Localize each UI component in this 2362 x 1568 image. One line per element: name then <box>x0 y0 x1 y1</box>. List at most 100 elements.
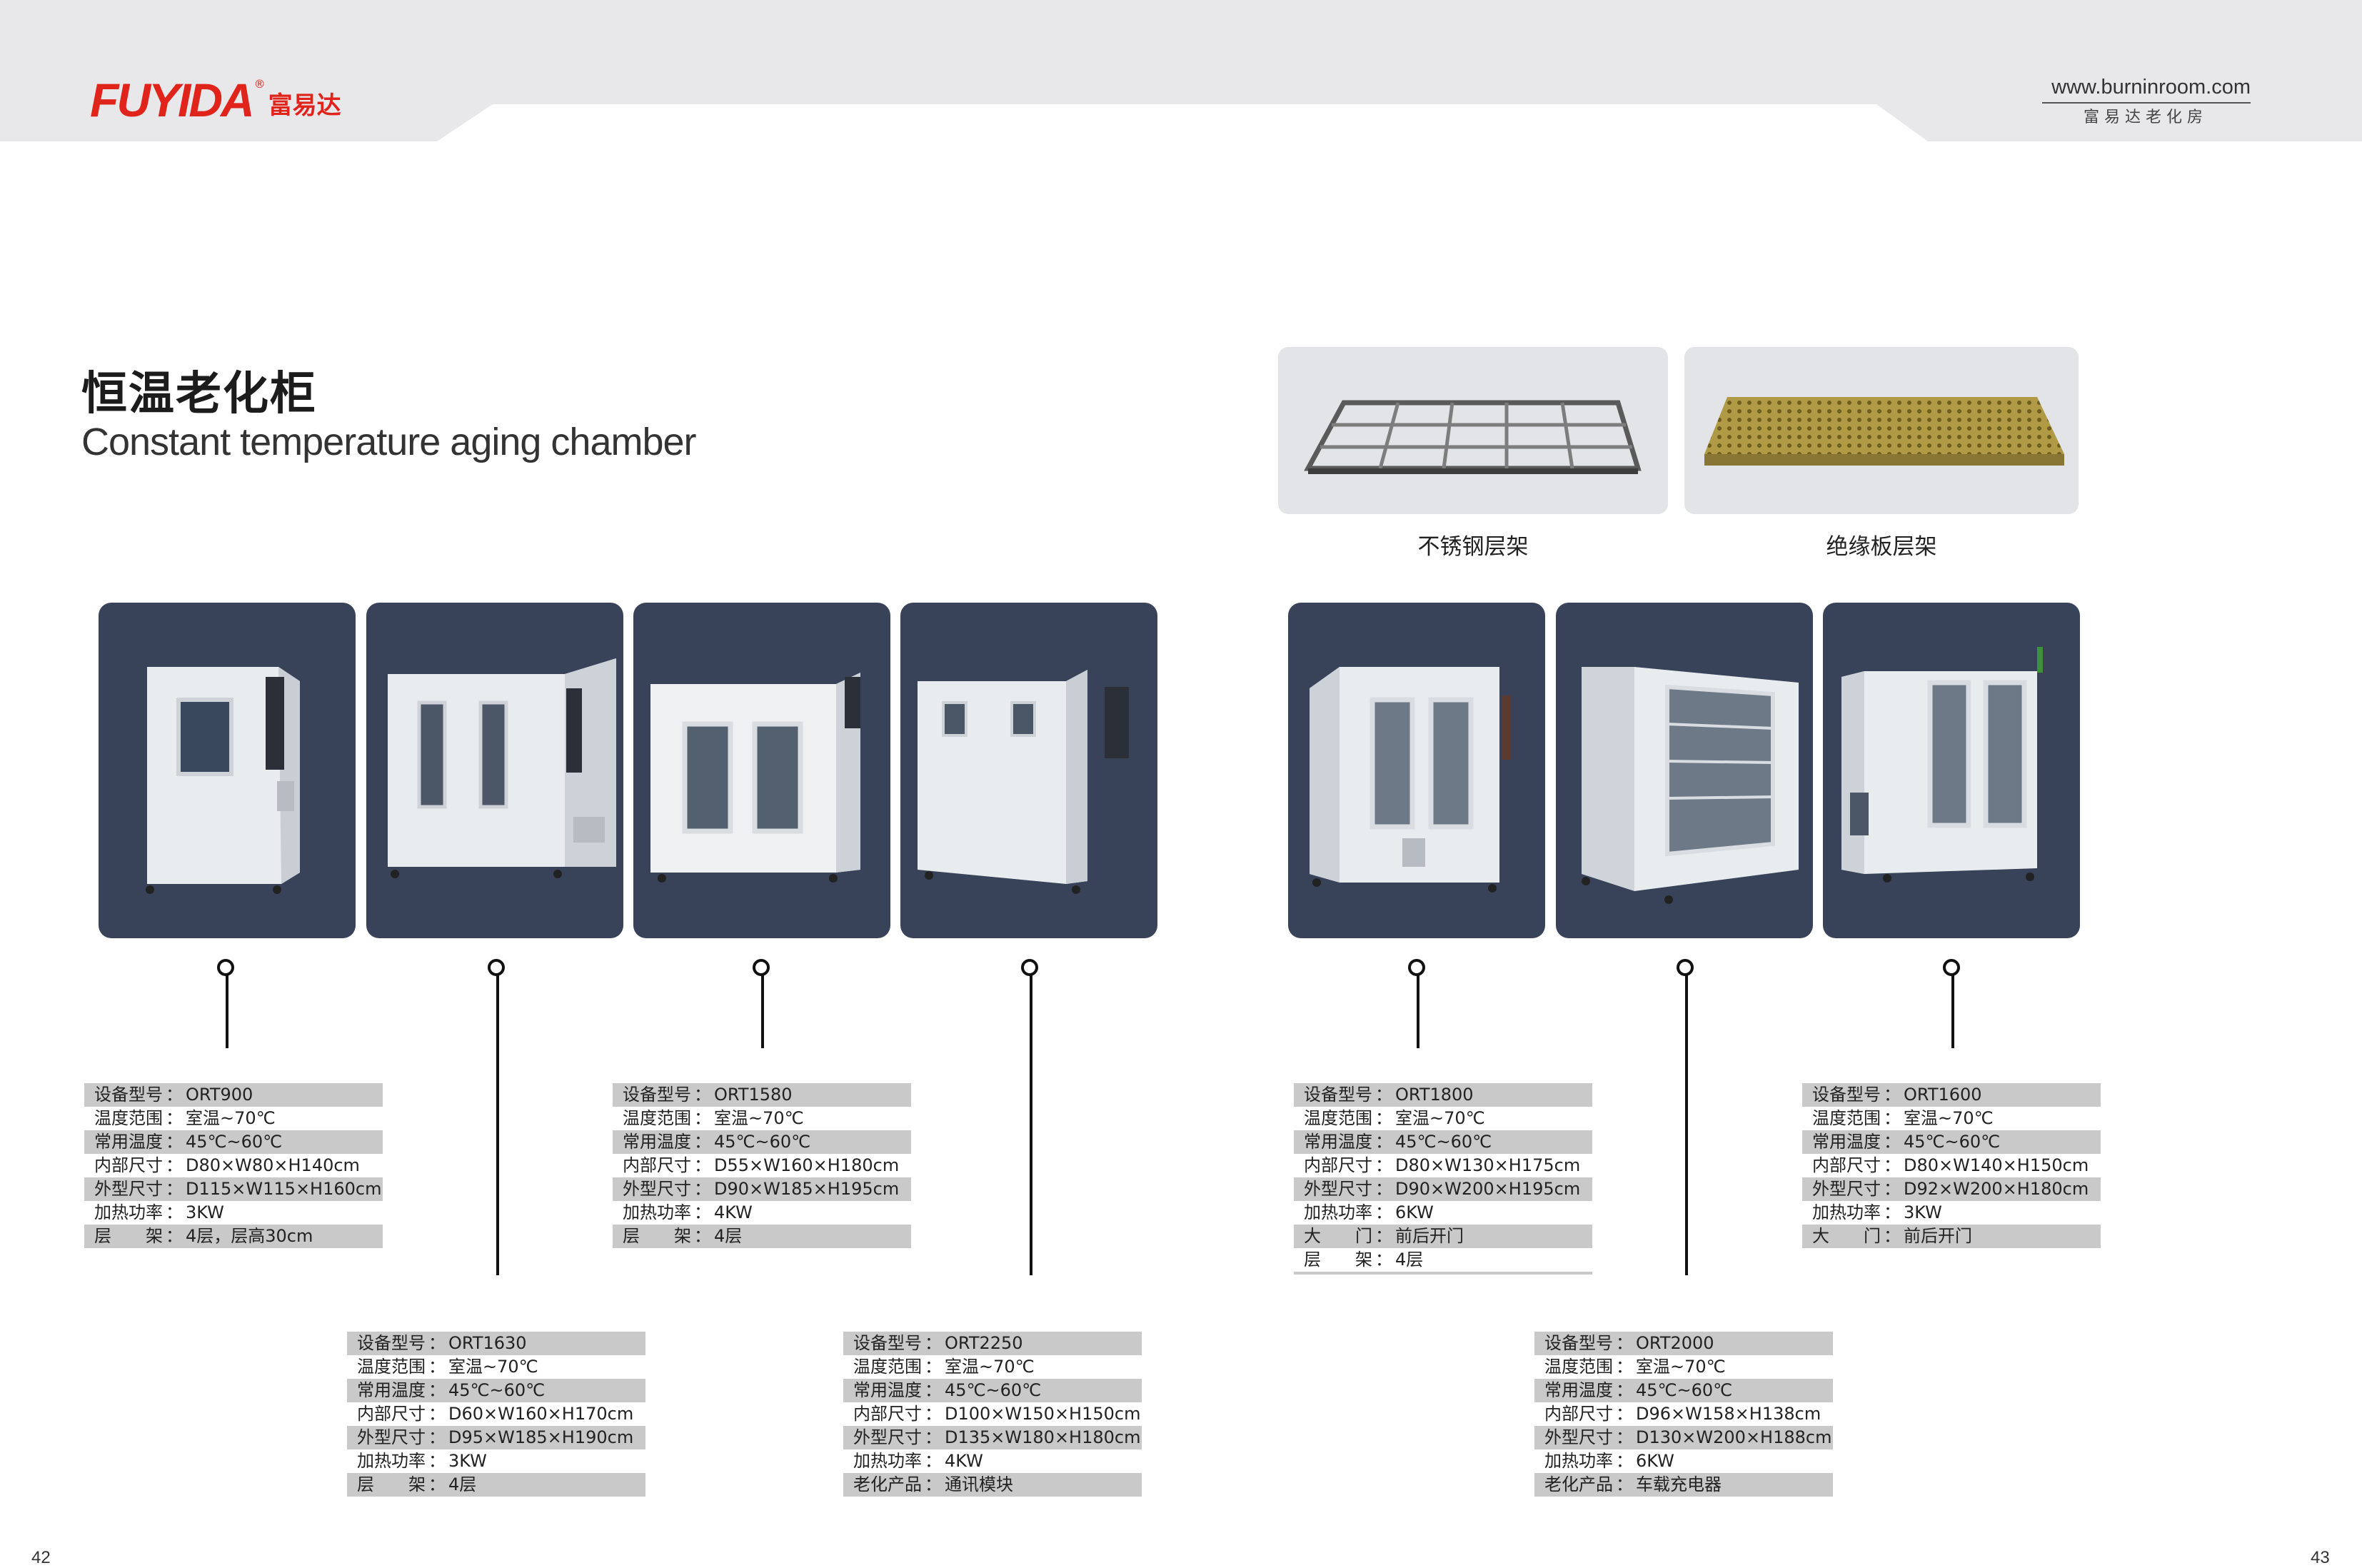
spec-value: 前后开门 <box>1395 1226 1464 1246</box>
spec-separator: ： <box>1616 1427 1633 1447</box>
spec-row: 加热功率：6KW <box>1534 1449 1833 1473</box>
spec-label: 外型尺寸 <box>1304 1179 1372 1199</box>
spec-label: 加热功率 <box>357 1451 426 1471</box>
spec-value: 前后开门 <box>1904 1226 1972 1246</box>
spec-value: ORT2250 <box>945 1333 1023 1353</box>
spec-separator: ： <box>694 1085 711 1105</box>
spec-row: 加热功率：4KW <box>613 1201 911 1225</box>
chamber-illustration <box>1841 647 2043 883</box>
spec-separator: ： <box>1884 1179 1901 1199</box>
spec-value: 室温~70℃ <box>1636 1357 1726 1377</box>
spec-value: 室温~70℃ <box>448 1357 538 1377</box>
spec-label: 层 架 <box>357 1474 426 1494</box>
spec-row: 层 架：4层 <box>347 1473 645 1497</box>
spec-row: 大 门：前后开门 <box>1294 1225 1592 1248</box>
spec-value: 4KW <box>945 1451 983 1471</box>
spec-value: 45℃~60℃ <box>448 1380 546 1400</box>
spec-label: 内部尺寸 <box>1544 1404 1613 1424</box>
spec-label: 设备型号 <box>1812 1085 1881 1105</box>
spec-separator: ： <box>1884 1202 1901 1222</box>
spec-separator: ： <box>428 1451 446 1471</box>
spec-label: 加热功率 <box>623 1202 691 1222</box>
chamber-illustration <box>650 673 860 883</box>
spec-label: 内部尺寸 <box>623 1155 691 1175</box>
spec-value: 3KW <box>448 1451 487 1471</box>
spec-row: 加热功率：4KW <box>843 1449 1142 1473</box>
spec-separator: ： <box>925 1357 942 1377</box>
spec-separator: ： <box>925 1427 942 1447</box>
spec-separator: ： <box>1884 1132 1901 1152</box>
spec-value: D100×W150×H150cm <box>945 1404 1141 1424</box>
spec-separator: ： <box>925 1333 942 1353</box>
spec-separator: ： <box>428 1380 446 1400</box>
spec-label: 外型尺寸 <box>94 1179 163 1199</box>
spec-label: 加热功率 <box>94 1202 163 1222</box>
brand-wordmark: FUYIDA <box>90 74 255 126</box>
spec-separator: ： <box>166 1226 183 1246</box>
spec-label: 老化产品 <box>1544 1474 1613 1494</box>
spec-row: 设备型号：ORT1800 <box>1294 1083 1592 1107</box>
spec-value: D135×W180×H180cm <box>945 1427 1141 1447</box>
spec-row: 外型尺寸：D92×W200×H180cm <box>1802 1177 2101 1201</box>
spec-row: 外型尺寸：D90×W200×H195cm <box>1294 1177 1592 1201</box>
product-image-ort1600 <box>1823 603 2080 938</box>
spec-value: 室温~70℃ <box>1904 1108 1994 1128</box>
spec-label: 大 门 <box>1304 1226 1372 1246</box>
spec-label: 温度范围 <box>1544 1357 1613 1377</box>
product-image-ort1630 <box>366 603 623 938</box>
spec-label: 外型尺寸 <box>357 1427 426 1447</box>
spec-separator: ： <box>925 1380 942 1400</box>
chamber-illustration <box>146 667 300 894</box>
spec-row: 温度范围：室温~70℃ <box>1294 1107 1592 1130</box>
spec-label: 大 门 <box>1812 1226 1881 1246</box>
brand-cn-name: 富易达 <box>268 91 341 120</box>
spec-value: 6KW <box>1395 1202 1434 1222</box>
spec-value: 通讯模块 <box>945 1474 1013 1494</box>
spec-row: 老化产品：通讯模块 <box>843 1473 1142 1497</box>
spec-separator: ： <box>1884 1226 1901 1246</box>
spec-label: 内部尺寸 <box>94 1155 163 1175</box>
spec-value: ORT1800 <box>1395 1085 1474 1105</box>
spec-separator: ： <box>166 1085 183 1105</box>
spec-label: 常用温度 <box>1812 1132 1881 1152</box>
spec-label: 加热功率 <box>1304 1202 1372 1222</box>
spec-separator: ： <box>1375 1108 1392 1128</box>
spec-value: D90×W200×H195cm <box>1395 1179 1581 1199</box>
spec-value: 4层，层高30cm <box>186 1226 313 1246</box>
spec-label: 外型尺寸 <box>623 1179 691 1199</box>
spec-separator: ： <box>428 1333 446 1353</box>
spec-row: 常用温度：45℃~60℃ <box>843 1379 1142 1402</box>
spec-row: 常用温度：45℃~60℃ <box>1802 1130 2101 1154</box>
spec-label: 老化产品 <box>853 1474 922 1494</box>
spec-separator: ： <box>1884 1155 1901 1175</box>
spec-value: 45℃~60℃ <box>1904 1132 2001 1152</box>
spec-label: 常用温度 <box>357 1380 426 1400</box>
chamber-illustration <box>1582 667 1799 904</box>
spec-separator: ： <box>925 1404 942 1424</box>
spec-label: 温度范围 <box>853 1357 922 1377</box>
spec-row: 温度范围：室温~70℃ <box>613 1107 911 1130</box>
spec-label: 温度范围 <box>357 1357 426 1377</box>
spec-label: 温度范围 <box>94 1108 163 1128</box>
connector-line <box>1951 975 1954 1048</box>
spec-label: 常用温度 <box>1544 1380 1613 1400</box>
spec-separator: ： <box>1616 1357 1633 1377</box>
spec-row: 内部尺寸：D60×W160×H170cm <box>347 1402 645 1426</box>
insulation-shelf-card <box>1684 347 2079 514</box>
spec-value: ORT1580 <box>714 1085 793 1105</box>
spec-separator: ： <box>1375 1250 1392 1270</box>
spec-row: 常用温度：45℃~60℃ <box>347 1379 645 1402</box>
spec-label: 加热功率 <box>1812 1202 1881 1222</box>
spec-row: 温度范围：室温~70℃ <box>843 1355 1142 1379</box>
spec-separator: ： <box>1375 1226 1392 1246</box>
spec-row: 外型尺寸：D90×W185×H195cm <box>613 1177 911 1201</box>
spec-row: 层 架：4层 <box>613 1225 911 1248</box>
spec-label: 常用温度 <box>94 1132 163 1152</box>
product-image-ort2000 <box>1556 603 1813 938</box>
spec-row: 内部尺寸：D96×W158×H138cm <box>1534 1402 1833 1426</box>
spec-separator: ： <box>694 1226 711 1246</box>
spec-row: 常用温度：45℃~60℃ <box>1294 1130 1592 1154</box>
spec-separator: ： <box>166 1179 183 1199</box>
spec-row: 外型尺寸：D95×W185×H190cm <box>347 1426 645 1449</box>
